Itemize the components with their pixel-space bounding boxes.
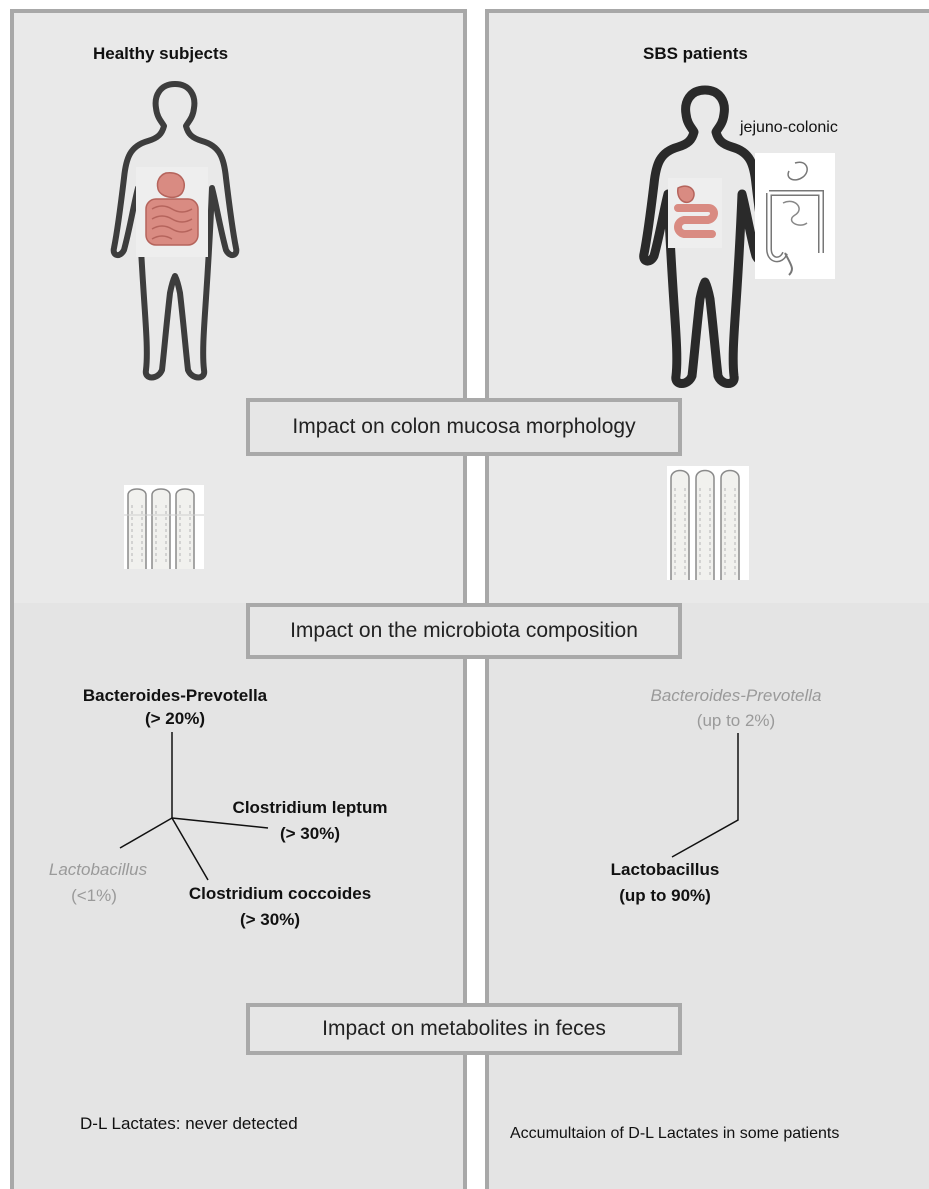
- sbs-lactobacillus-pct: (up to 90%): [590, 886, 740, 906]
- sbs-bacteroides-pct: (up to 2%): [676, 711, 796, 731]
- sbs-metabolites-text: Accumultaion of D-L Lactates in some pat…: [510, 1125, 839, 1143]
- healthy-bacteroides-pct: (> 20%): [100, 709, 250, 729]
- healthy-clostridium-leptum-pct: (> 30%): [240, 824, 380, 844]
- healthy-clostridium-coccoides-name: Clostridium coccoides: [160, 884, 400, 904]
- healthy-clostridium-coccoides-pct: (> 30%): [200, 910, 340, 930]
- sbs-branch: [672, 733, 738, 857]
- healthy-clostridium-leptum-name: Clostridium leptum: [200, 798, 420, 818]
- clostridium-coccoides-branch: [172, 818, 208, 880]
- healthy-bacteroides-name: Bacteroides-Prevotella: [60, 686, 290, 706]
- sbs-lactobacillus-name: Lactobacillus: [590, 860, 740, 880]
- healthy-lactobacillus-pct: (<1%): [44, 886, 144, 906]
- healthy-metabolites-text: D-L Lactates: never detected: [80, 1114, 298, 1134]
- healthy-lactobacillus-name: Lactobacillus: [30, 860, 166, 880]
- sbs-bacteroides-name: Bacteroides-Prevotella: [616, 686, 856, 706]
- lactobacillus-branch: [120, 818, 172, 848]
